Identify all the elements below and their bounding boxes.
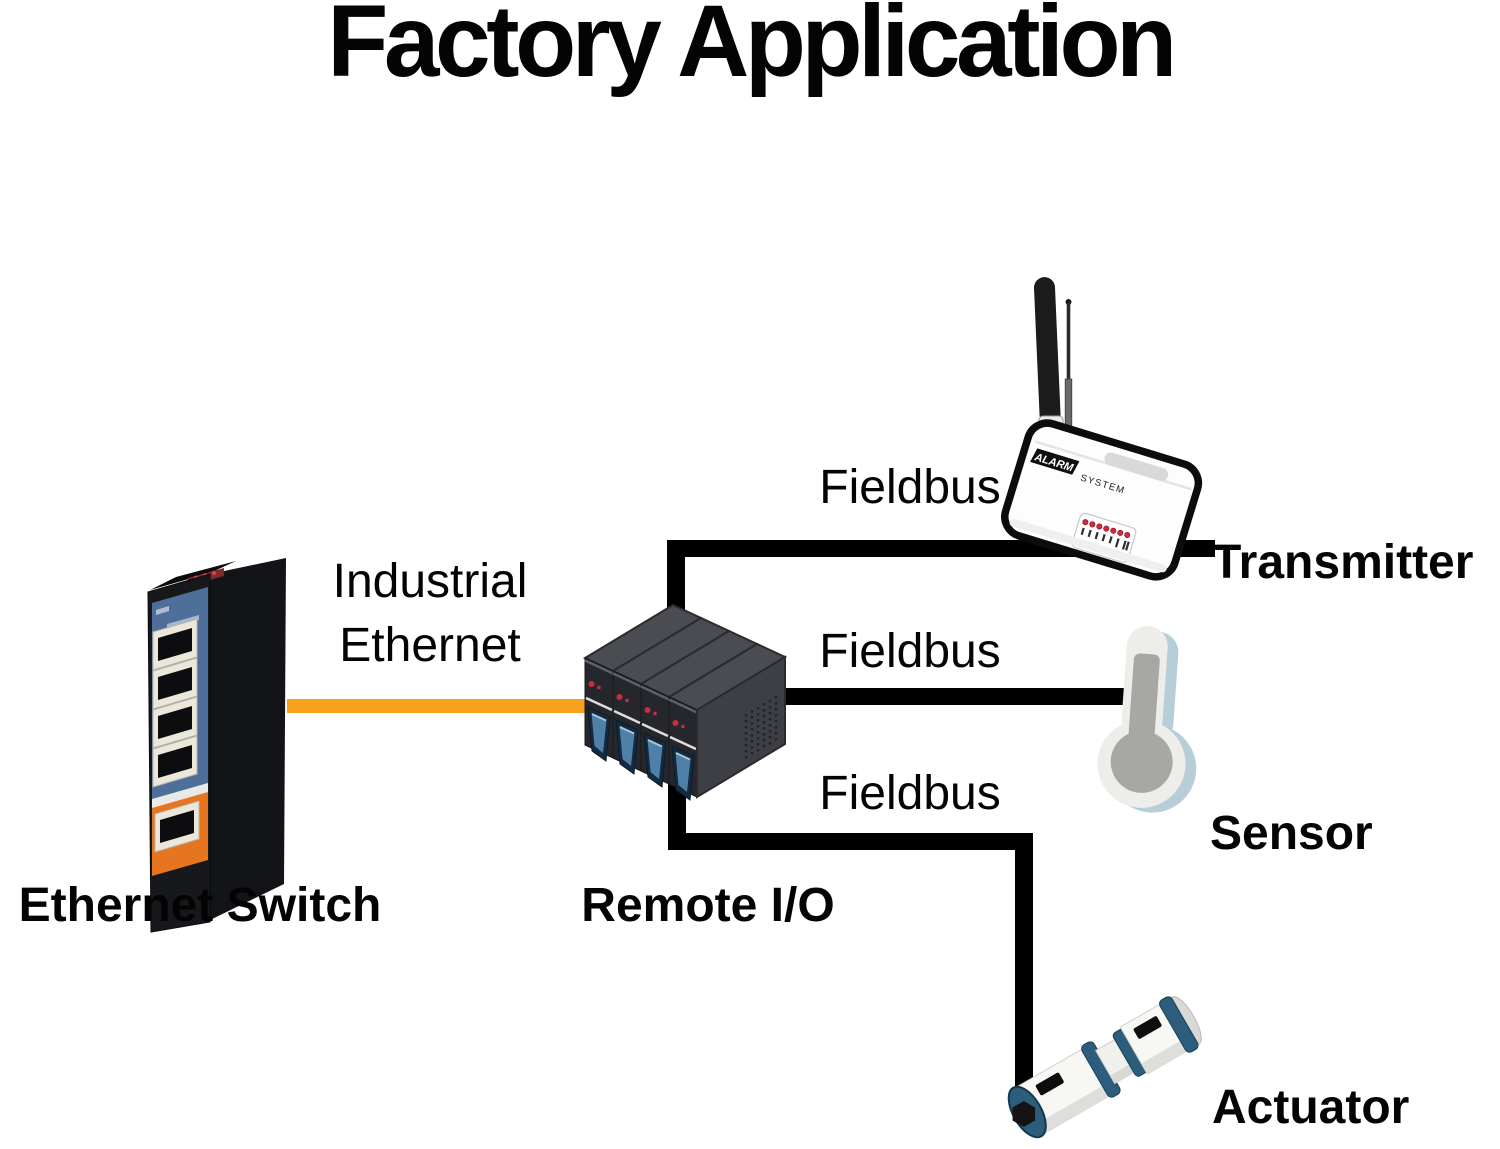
industrial-ethernet-line xyxy=(287,699,600,713)
fieldbus-label-actuator: Fieldbus xyxy=(819,767,1001,820)
industrial-ethernet-label-line2: Ethernet xyxy=(339,619,521,672)
ethernet-switch-label: Ethernet Switch xyxy=(18,879,382,932)
remote-io-icon xyxy=(583,603,787,802)
ethernet-switch-icon xyxy=(147,558,286,933)
transmitter-icon: ALARM SYSTEM xyxy=(1001,277,1203,581)
transmitter-label: Transmitter xyxy=(1212,536,1474,589)
industrial-ethernet-label-line1: Industrial xyxy=(332,555,528,608)
led-panel xyxy=(1071,512,1137,563)
sensor-label: Sensor xyxy=(1210,807,1373,860)
fieldbus-label-sensor: Fieldbus xyxy=(819,625,1001,678)
antenna-thin xyxy=(1064,299,1073,436)
remote-io-label: Remote I/O xyxy=(581,879,835,932)
industrial-ethernet-label: Industrial Ethernet xyxy=(290,558,570,670)
fieldbus-line-sensor xyxy=(778,688,1140,705)
page-title: Factory Application xyxy=(327,0,1177,98)
fieldbus-label-transmitter: Fieldbus xyxy=(819,461,1001,514)
fieldbus-line-actuator xyxy=(668,772,1033,1091)
sensor-icon xyxy=(1097,625,1197,813)
actuator-icon xyxy=(1007,996,1202,1139)
antenna-thick xyxy=(1034,277,1061,425)
vent-grille xyxy=(744,696,778,760)
actuator-label: Actuator xyxy=(1212,1081,1410,1134)
